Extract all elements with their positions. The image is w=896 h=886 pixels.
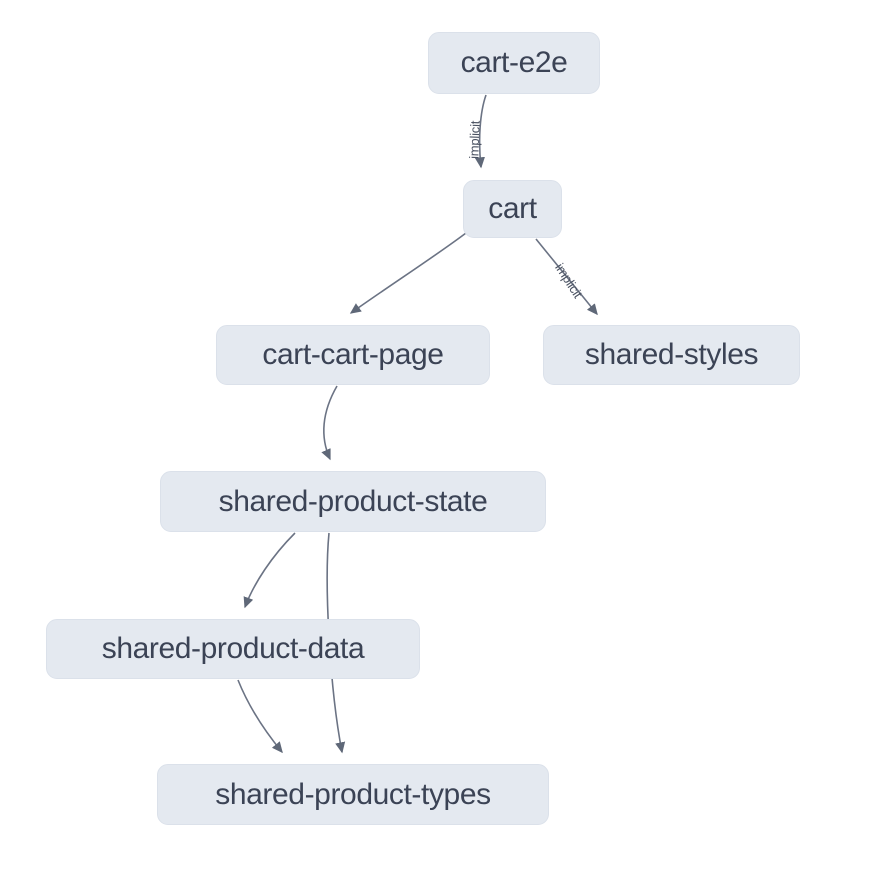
graph-node-label: cart-e2e bbox=[460, 46, 568, 79]
graph-node-shared-styles[interactable]: shared-styles bbox=[543, 325, 800, 385]
graph-node-label: shared-product-types bbox=[215, 777, 491, 811]
graph-node-shared-product-types[interactable]: shared-product-types bbox=[157, 764, 549, 825]
graph-node-label: cart bbox=[488, 192, 537, 225]
graph-node-label: shared-styles bbox=[584, 338, 759, 371]
edge-shared-product-data-to-shared-product-types bbox=[237, 679, 283, 754]
graph-node-cart[interactable]: cart bbox=[463, 180, 562, 238]
graph-node-label: shared-product-state bbox=[218, 484, 488, 518]
edge-cart-to-shared-styles bbox=[535, 238, 598, 316]
edge-cart-to-cart-cart-page bbox=[349, 232, 467, 314]
edge-cart-e2e-to-cart bbox=[474, 94, 487, 169]
graph-node-shared-product-state[interactable]: shared-product-state bbox=[160, 471, 546, 532]
edge-label-implicit-cart-e2e-cart: implicit bbox=[466, 120, 482, 159]
graph-node-cart-cart-page[interactable]: cart-cart-page bbox=[216, 325, 490, 385]
edge-label-implicit-cart-shared-styles: implicit bbox=[552, 260, 586, 301]
graph-node-shared-product-data[interactable]: shared-product-data bbox=[46, 619, 420, 679]
edge-cart-cart-page-to-shared-product-state bbox=[321, 385, 338, 461]
graph-node-label: cart-cart-page bbox=[262, 338, 444, 371]
edge-shared-product-state-to-shared-product-data bbox=[243, 532, 296, 609]
graph-node-label: shared-product-data bbox=[101, 632, 365, 665]
graph-node-cart-e2e[interactable]: cart-e2e bbox=[428, 32, 600, 94]
